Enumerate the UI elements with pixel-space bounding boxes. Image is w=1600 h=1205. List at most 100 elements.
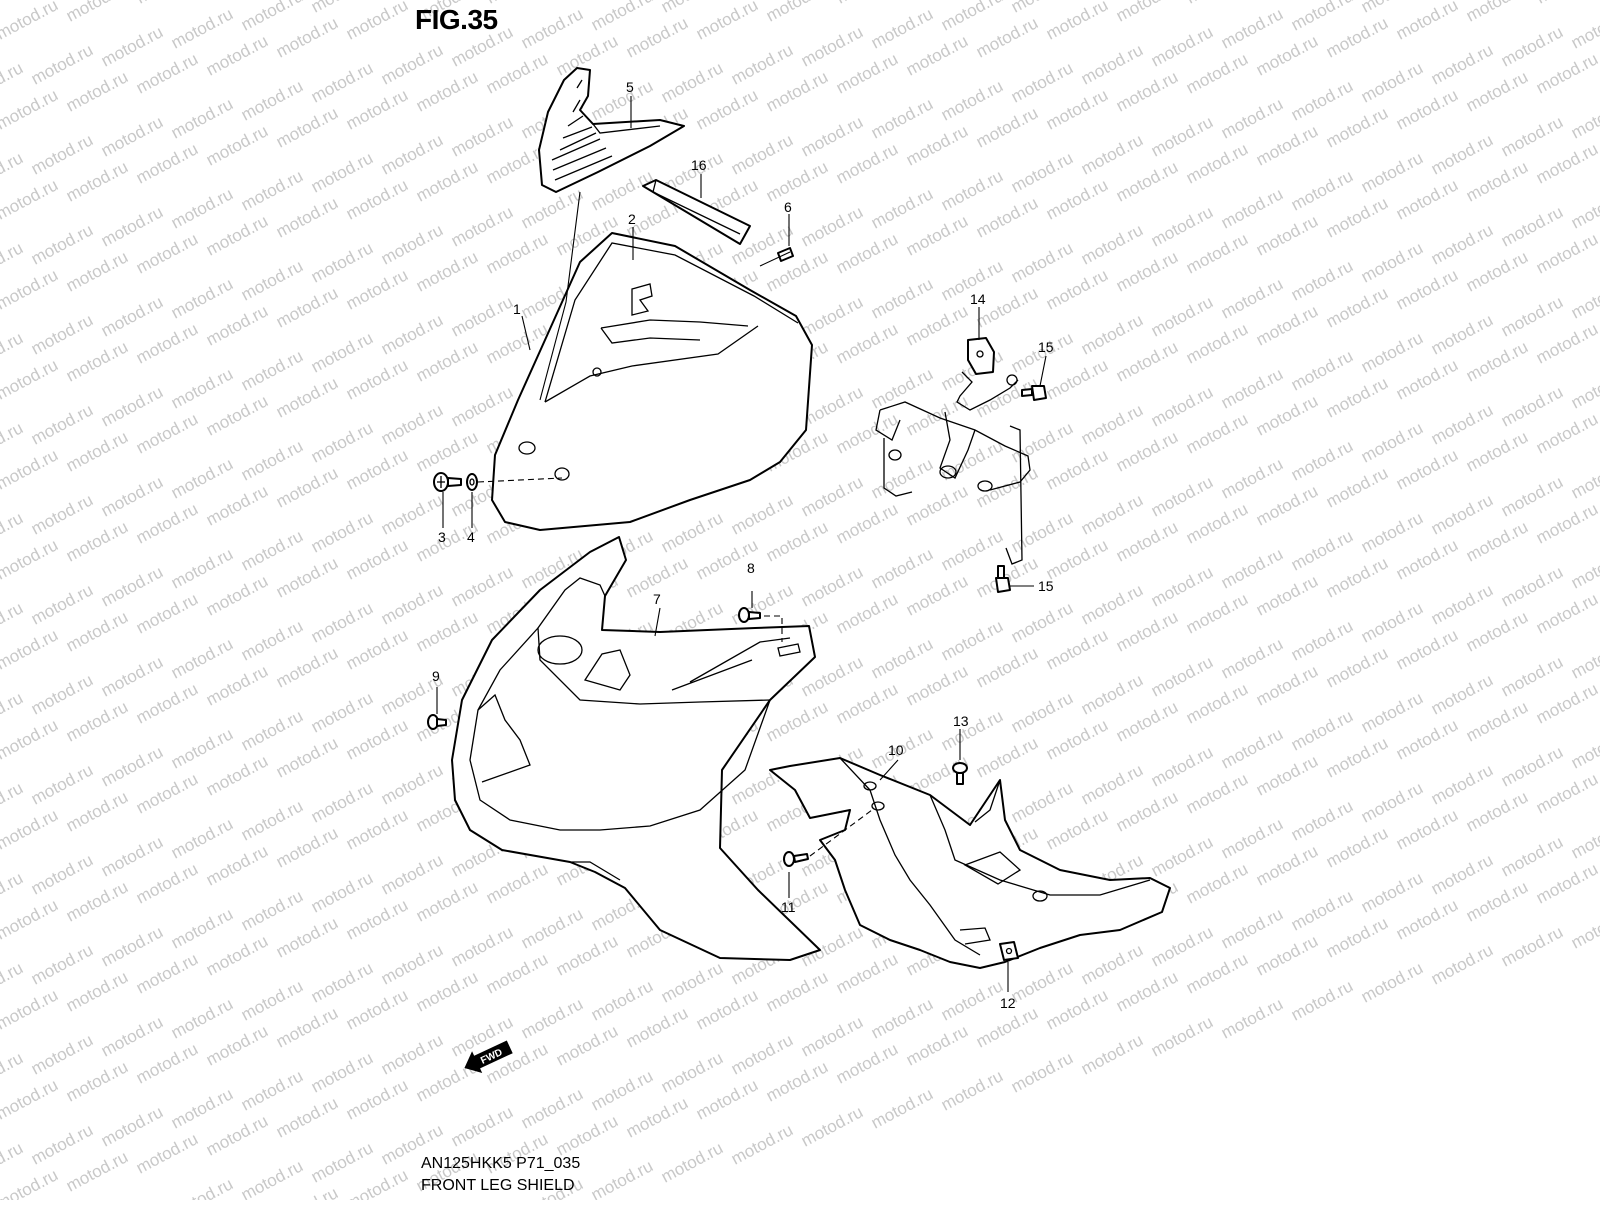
watermark-text: motod.ru xyxy=(343,175,411,223)
watermark-text: motod.ru xyxy=(868,634,936,682)
watermark-text: motod.ru xyxy=(1008,238,1076,286)
callout-7: 7 xyxy=(653,591,661,607)
watermark-text: motod.ru xyxy=(1428,490,1496,538)
watermark-text: motod.ru xyxy=(0,535,61,583)
watermark-text: motod.ru xyxy=(1568,184,1600,232)
watermark-text: motod.ru xyxy=(168,544,236,592)
watermark-text: motod.ru xyxy=(903,31,971,79)
callout-9: 9 xyxy=(432,668,440,684)
watermark-text: motod.ru xyxy=(1393,265,1461,313)
watermark-text: motod.ru xyxy=(1393,445,1461,493)
watermark-text: motod.ru xyxy=(868,1084,936,1132)
watermark-text: motod.ru xyxy=(483,1039,551,1087)
watermark-text: motod.ru xyxy=(133,679,201,727)
watermark-text: motod.ru xyxy=(1288,436,1356,484)
watermark-text: motod.ru xyxy=(1043,625,1111,673)
watermark-text: motod.ru xyxy=(0,598,26,646)
watermark-text: motod.ru xyxy=(98,922,166,970)
watermark-text: motod.ru xyxy=(938,526,1006,574)
watermark-text: motod.ru xyxy=(308,778,376,826)
watermark-text: motod.ru xyxy=(1183,409,1251,457)
watermark-text: motod.ru xyxy=(343,625,411,673)
watermark-text: motod.ru xyxy=(1498,742,1566,790)
watermark-text: motod.ru xyxy=(203,31,271,79)
watermark-text: motod.ru xyxy=(413,67,481,115)
watermark-text: motod.ru xyxy=(98,22,166,70)
watermark-text: motod.ru xyxy=(448,292,516,340)
watermark-text: motod.ru xyxy=(378,400,446,448)
watermark-text: motod.ru xyxy=(273,823,341,871)
part-16-strip xyxy=(642,179,751,245)
watermark-text: motod.ru xyxy=(133,409,201,457)
watermark-text: motod.ru xyxy=(0,1138,26,1186)
watermark-text: motod.ru xyxy=(203,211,271,259)
watermark-text: motod.ru xyxy=(1533,139,1600,187)
watermark-text: motod.ru xyxy=(1568,544,1600,592)
watermark-text: motod.ru xyxy=(98,562,166,610)
watermark-text: motod.ru xyxy=(168,274,236,322)
watermark-text: motod.ru xyxy=(1148,472,1216,520)
watermark-text: motod.ru xyxy=(1288,256,1356,304)
watermark-text: motod.ru xyxy=(728,130,796,178)
watermark-text: motod.ru xyxy=(203,751,271,799)
watermark-text: motod.ru xyxy=(63,247,131,295)
watermark-text: motod.ru xyxy=(973,733,1041,781)
watermark-text: motod.ru xyxy=(378,40,446,88)
watermark-text: motod.ru xyxy=(1428,310,1496,358)
watermark-text: motod.ru xyxy=(1463,517,1531,565)
watermark-text: motod.ru xyxy=(1253,931,1321,979)
watermark-text: motod.ru xyxy=(938,976,1006,1024)
watermark-text: motod.ru xyxy=(1358,148,1426,196)
watermark-text: motod.ru xyxy=(1568,274,1600,322)
watermark-text: motod.ru xyxy=(203,1021,271,1069)
part-13-screw xyxy=(952,762,968,785)
watermark-text: motod.ru xyxy=(1533,229,1600,277)
watermark-text: motod.ru xyxy=(1078,40,1146,88)
watermark-text: motod.ru xyxy=(1323,283,1391,331)
watermark-text: motod.ru xyxy=(98,742,166,790)
watermark-text: motod.ru xyxy=(133,949,201,997)
watermark-text: motod.ru xyxy=(448,382,516,430)
watermark-text: motod.ru xyxy=(273,733,341,781)
watermark-text: motod.ru xyxy=(1148,22,1216,70)
watermark-text: motod.ru xyxy=(1043,715,1111,763)
watermark-text: motod.ru xyxy=(0,715,61,763)
watermark-text: motod.ru xyxy=(1323,733,1391,781)
watermark-text: motod.ru xyxy=(63,157,131,205)
watermark-text: motod.ru xyxy=(308,598,376,646)
watermark-text: motod.ru xyxy=(1183,319,1251,367)
watermark-text: motod.ru xyxy=(63,787,131,835)
watermark-text: motod.ru xyxy=(343,0,411,44)
watermark-text: motod.ru xyxy=(1253,841,1321,889)
watermark-text: motod.ru xyxy=(1393,85,1461,133)
watermark-text: motod.ru xyxy=(1043,175,1111,223)
watermark-text: motod.ru xyxy=(203,481,271,529)
watermark-text: motod.ru xyxy=(1008,1048,1076,1096)
callout-1: 1 xyxy=(513,301,521,317)
watermark-text: motod.ru xyxy=(28,400,96,448)
watermark-text: motod.ru xyxy=(938,1066,1006,1114)
watermark-text: motod.ru xyxy=(1183,499,1251,547)
watermark-text: motod.ru xyxy=(1393,805,1461,853)
watermark-text: motod.ru xyxy=(868,454,936,502)
watermark-text: motod.ru xyxy=(1533,859,1600,907)
part-6-screw xyxy=(759,247,794,267)
watermark-text: motod.ru xyxy=(168,634,236,682)
watermark-text: motod.ru xyxy=(1218,4,1286,52)
watermark-text: motod.ru xyxy=(553,931,621,979)
watermark-text: motod.ru xyxy=(63,0,131,26)
watermark-text: motod.ru xyxy=(168,184,236,232)
watermark-text: motod.ru xyxy=(413,607,481,655)
watermark-text: motod.ru xyxy=(1323,13,1391,61)
watermark-text: motod.ru xyxy=(28,310,96,358)
watermark-text: motod.ru xyxy=(238,526,306,574)
watermark-text: motod.ru xyxy=(1008,508,1076,556)
watermark-text: motod.ru xyxy=(1358,328,1426,376)
watermark-text: motod.ru xyxy=(98,382,166,430)
watermark-text: motod.ru xyxy=(1008,688,1076,736)
watermark-text: motod.ru xyxy=(833,409,901,457)
watermark-text: motod.ru xyxy=(168,454,236,502)
watermark-text: motod.ru xyxy=(63,517,131,565)
watermark-text: motod.ru xyxy=(308,688,376,736)
